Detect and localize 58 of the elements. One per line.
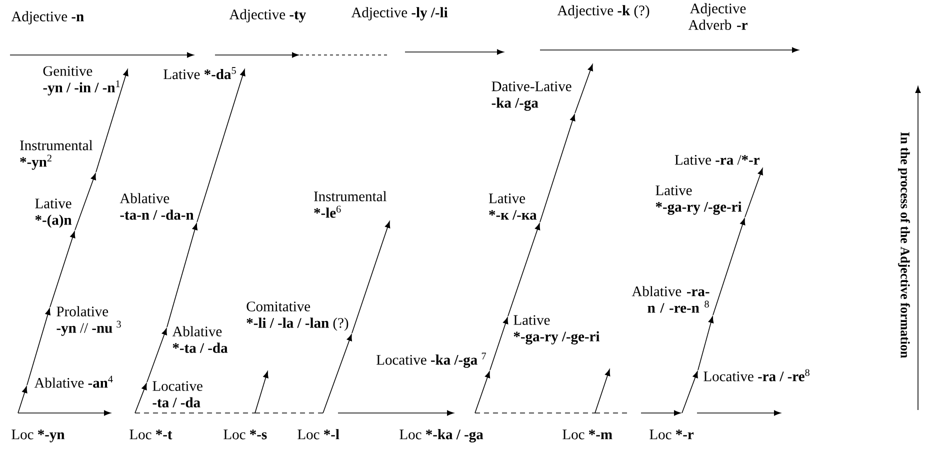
arrow bbox=[696, 410, 781, 416]
arrow bbox=[254, 371, 268, 414]
arrow bbox=[508, 223, 540, 316]
base-label: Loc *-r bbox=[650, 430, 694, 440]
case-label: Lative *-ga-ry /-ge-ri bbox=[514, 315, 600, 344]
case-label: Lative *-ga-ry /-ge-ri bbox=[656, 186, 742, 215]
case-label: Locative -ta / -da bbox=[152, 381, 202, 408]
suffix-label: Adjective -k (?) bbox=[557, 5, 650, 18]
case-label: Lative *-(a)n bbox=[35, 198, 72, 228]
case-label: Instrumental *-le$^{6}$ bbox=[314, 191, 387, 218]
arrow bbox=[50, 231, 76, 308]
arrow bbox=[574, 64, 593, 114]
arrow bbox=[682, 371, 698, 414]
arrow bbox=[74, 173, 96, 230]
arrow bbox=[134, 383, 147, 414]
arrow bbox=[96, 69, 128, 172]
arrow bbox=[166, 223, 198, 328]
arrow bbox=[196, 69, 246, 222]
case-label: Ablative -an$^{4}$ bbox=[34, 376, 113, 388]
suffix-label: Adjective Adverb -r bbox=[688, 3, 748, 30]
base-label: Loc *-m bbox=[562, 430, 612, 440]
suffix-label: Adjective -n bbox=[11, 11, 84, 24]
arrow bbox=[474, 371, 490, 414]
suffix-label: Adjective -ty bbox=[229, 9, 306, 22]
case-label: Locative -ka /-ga $^{7}$ bbox=[376, 352, 486, 368]
base-label: Loc *-l bbox=[298, 429, 340, 440]
case-label: Ablative *-ta / -da bbox=[172, 326, 228, 353]
case-label: Genitive -yn / -in / -n$^{1}$ bbox=[43, 66, 120, 96]
arrow bbox=[594, 410, 681, 416]
case-label: Comitative *-li / -la / -lan (?) bbox=[246, 302, 348, 331]
base-label: Loc *-ka / -ga bbox=[400, 429, 484, 442]
suffix-label: Adjective -ly /-li bbox=[351, 7, 448, 20]
arrow bbox=[18, 386, 28, 414]
arrow bbox=[490, 317, 508, 370]
base-label: Loc *-s bbox=[224, 430, 267, 440]
arrow bbox=[26, 308, 50, 386]
case-label: Lative -ra /*-r bbox=[674, 155, 760, 165]
base-label: Loc *-t bbox=[130, 430, 172, 440]
case-label: Ablative -ra-n / -re-n $^{8}$ bbox=[632, 286, 710, 313]
case-label: Prolative -yn // -nu $^{3}$ bbox=[56, 306, 121, 336]
arrow bbox=[698, 316, 714, 370]
case-label: Ablative -ta-n / -da-n bbox=[120, 193, 194, 220]
case-label: Dative-Lative -ka /-ga bbox=[492, 82, 572, 111]
arrow bbox=[18, 410, 111, 416]
side-label: In the process of the Adjective formation bbox=[898, 132, 910, 358]
case-label: Locative -ra / -re$^{8}$ bbox=[704, 369, 810, 382]
arrow bbox=[352, 221, 390, 334]
arrow bbox=[744, 168, 763, 218]
case-label: Lative *-к /-ка bbox=[488, 194, 537, 220]
case-label: Instrumental *-yn$^{2}$ bbox=[20, 140, 93, 170]
arrow bbox=[594, 369, 610, 414]
case-label: Lative *-da$^{5}$ bbox=[164, 67, 236, 80]
base-label: Loc *-yn bbox=[12, 430, 65, 442]
arrow bbox=[322, 334, 352, 414]
arrow bbox=[146, 328, 167, 382]
arrow bbox=[540, 114, 576, 222]
arrow bbox=[338, 410, 454, 416]
arrow bbox=[712, 218, 746, 316]
